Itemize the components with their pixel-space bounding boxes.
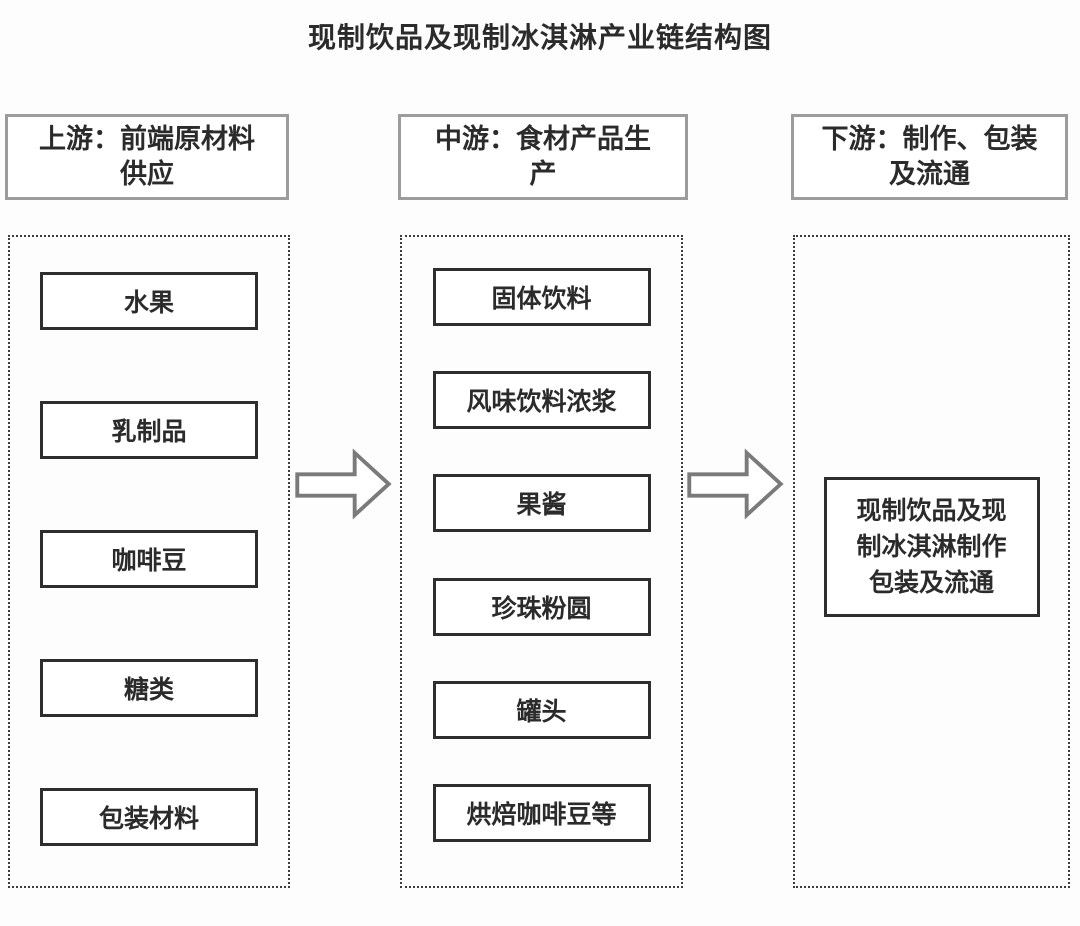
downstream-header-line: 及流通 xyxy=(889,159,970,189)
chain-item-box: 固体饮料 xyxy=(432,268,651,326)
chain-item-box: 糖类 xyxy=(40,659,258,717)
downstream-box-line: 制冰淇淋制作 xyxy=(856,532,1007,561)
chain-item-box: 乳制品 xyxy=(40,401,258,459)
midstream-header-line: 中游：食材产品生 xyxy=(435,123,651,154)
chain-item-box: 风味饮料浓浆 xyxy=(432,371,651,430)
chain-item-box: 包装材料 xyxy=(40,788,258,846)
chain-item-box: 罐头 xyxy=(432,680,651,739)
downstream-header-line: 下游：制作、包装 xyxy=(821,123,1038,154)
downstream-header-box: 下游：制作、包装 及流通 xyxy=(791,114,1068,200)
chain-item-box: 果酱 xyxy=(432,474,651,533)
downstream-box: 现制饮品及现 制冰淇淋制作 包装及流通 xyxy=(823,477,1040,617)
diagram-title: 现制饮品及现制冰淇淋产业链结构图 xyxy=(307,21,772,54)
upstream-container: 水果 乳制品 咖啡豆 糖类 包装材料 xyxy=(8,235,290,888)
chain-item-box: 珍珠粉圆 xyxy=(432,577,651,636)
arrow-right-icon xyxy=(687,448,784,520)
upstream-header-line: 供应 xyxy=(120,159,174,189)
downstream-box-line: 现制饮品及现 xyxy=(856,496,1007,525)
chain-item-box: 烘焙咖啡豆等 xyxy=(432,783,651,842)
chain-item-box: 水果 xyxy=(40,272,258,330)
upstream-header-box: 上游：前端原材料 供应 xyxy=(5,114,289,200)
downstream-box-line: 包装及流通 xyxy=(868,569,994,598)
chain-item-box: 咖啡豆 xyxy=(40,530,258,588)
midstream-header-line: 产 xyxy=(529,159,557,189)
upstream-header-line: 上游：前端原材料 xyxy=(39,123,255,154)
arrow-right-icon xyxy=(295,448,392,520)
midstream-header-box: 中游：食材产品生 产 xyxy=(398,114,688,200)
downstream-container: 现制饮品及现 制冰淇淋制作 包装及流通 xyxy=(793,235,1070,888)
midstream-container: 固体饮料 风味饮料浓浆 果酱 珍珠粉圆 罐头 烘焙咖啡豆等 xyxy=(400,235,683,888)
